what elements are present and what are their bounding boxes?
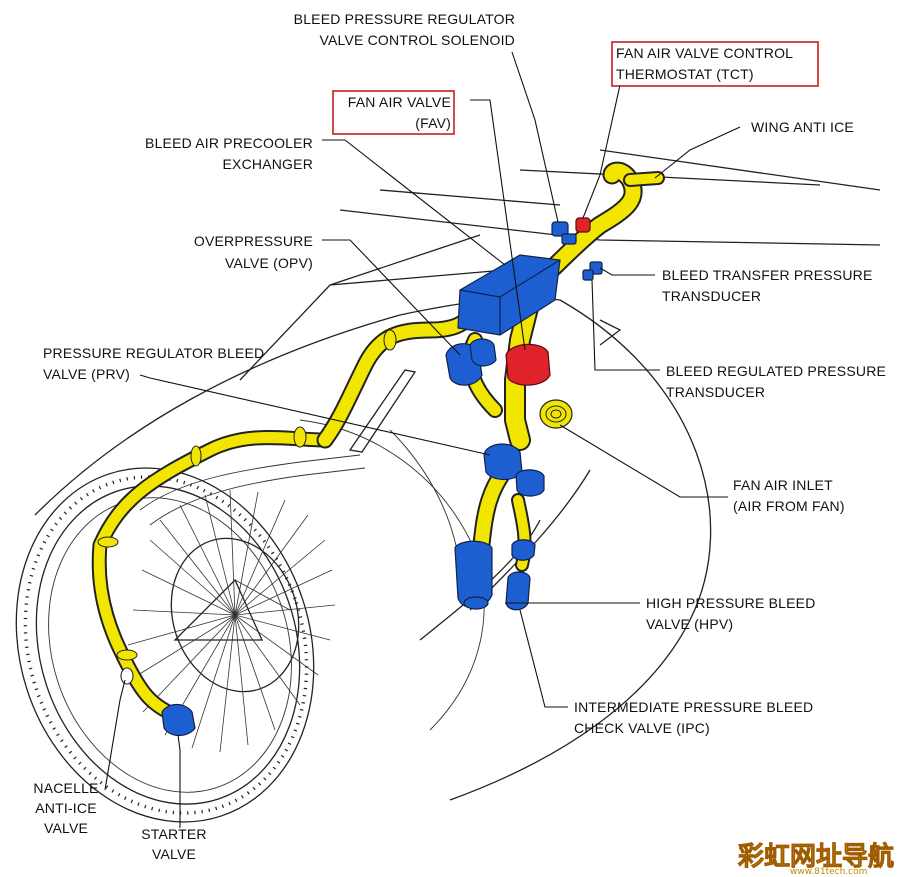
ipc-valve-shape <box>505 571 531 611</box>
starter-valve-shape <box>161 703 196 737</box>
labels: BLEED PRESSURE REGULATOR VALVE CONTROL S… <box>33 11 886 862</box>
opv-valve-shape <box>469 338 497 367</box>
label-prv-line2: VALVE (PRV) <box>43 366 130 382</box>
label-starter-line1: STARTER <box>141 826 206 842</box>
label-nacelle-line3: VALVE <box>44 820 88 836</box>
label-transfer-line2: TRANSDUCER <box>662 288 761 304</box>
label-ipc-line1: INTERMEDIATE PRESSURE BLEED <box>574 699 813 715</box>
label-starter-line2: VALVE <box>152 846 196 862</box>
label-tct-line1: FAN AIR VALVE CONTROL <box>616 45 793 61</box>
leader-lines <box>104 51 741 828</box>
label-regulated-line1: BLEED REGULATED PRESSURE <box>666 363 886 379</box>
fan-blades <box>127 489 336 753</box>
watermark-main-text: 彩虹网址导航 <box>737 841 894 872</box>
tct-shape <box>575 217 591 233</box>
watermark-url-text: www.81tech.com <box>790 867 867 877</box>
label-fan-inlet-line1: FAN AIR INLET <box>733 477 833 493</box>
nacelle-valve-shape <box>120 667 134 685</box>
fav-highlight-box <box>332 90 455 135</box>
solenoid-shape <box>551 221 569 237</box>
label-precooler-line1: BLEED AIR PRECOOLER <box>145 135 313 151</box>
label-tct-line2: THERMOSTAT (TCT) <box>616 66 754 82</box>
precooler-exchanger <box>457 254 561 336</box>
label-hpv-line1: HIGH PRESSURE BLEED <box>646 595 816 611</box>
label-opv-line2: VALVE (OPV) <box>225 255 313 271</box>
fav-valve-shape <box>505 343 551 386</box>
label-fav-line1: FAN AIR VALVE <box>348 94 451 110</box>
label-transfer-line1: BLEED TRANSFER PRESSURE <box>662 267 873 283</box>
label-nacelle-line1: NACELLE <box>33 780 98 796</box>
label-precooler-line2: EXCHANGER <box>223 156 313 172</box>
site-watermark: 彩虹网址导航 www.81tech.com <box>737 841 895 877</box>
label-nacelle-line2: ANTI-ICE <box>35 800 97 816</box>
label-fan-inlet-line2: (AIR FROM FAN) <box>733 498 845 514</box>
hpv-valve-shape <box>454 540 493 608</box>
tct-highlight-box <box>611 41 819 87</box>
label-prv-line1: PRESSURE REGULATOR BLEED <box>43 345 264 361</box>
label-hpv-line2: VALVE (HPV) <box>646 616 733 632</box>
label-wing-anti-ice: WING ANTI ICE <box>751 119 854 135</box>
label-opv-line1: OVERPRESSURE <box>194 233 313 249</box>
label-ipc-line2: CHECK VALVE (IPC) <box>574 720 710 736</box>
label-solenoid-line1: BLEED PRESSURE REGULATOR <box>294 11 515 27</box>
label-solenoid-line2: VALVE CONTROL SOLENOID <box>319 32 515 48</box>
regulated-transducer-shape <box>582 269 594 281</box>
valves <box>120 217 603 737</box>
label-regulated-line2: TRANSDUCER <box>666 384 765 400</box>
label-fav-line2: (FAV) <box>415 115 451 131</box>
